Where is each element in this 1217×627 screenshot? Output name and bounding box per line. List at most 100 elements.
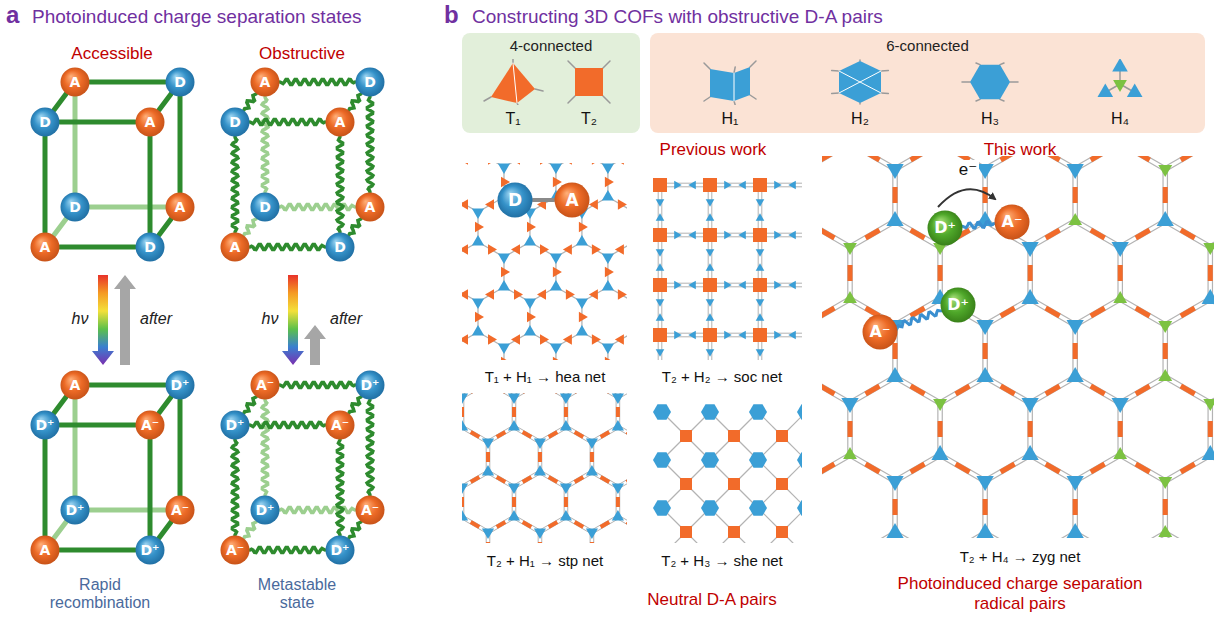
site-letter: D⁺ xyxy=(360,378,379,392)
donor-unit xyxy=(674,331,682,340)
donor-unit xyxy=(976,320,993,335)
donor-unit xyxy=(534,439,546,450)
donor-unit xyxy=(1157,211,1174,226)
net-link xyxy=(660,186,710,187)
net-link xyxy=(984,453,1029,479)
site-letter: D⁺ xyxy=(170,378,189,392)
site-letter: D⁺ xyxy=(947,297,969,313)
net-link xyxy=(708,285,709,335)
site-disc xyxy=(221,411,250,440)
linker-bond xyxy=(60,423,135,428)
donor-unit xyxy=(724,331,732,340)
acceptor-unit xyxy=(938,421,943,437)
net-link xyxy=(1029,457,1074,483)
linker-bond xyxy=(90,205,165,210)
icon-shape xyxy=(950,59,1030,105)
site-letter: D⁺ xyxy=(330,543,349,557)
donor-unit xyxy=(482,465,494,476)
site-disc xyxy=(221,108,250,137)
site-letter: D⁺ xyxy=(255,503,274,517)
acceptor-unit xyxy=(1091,464,1105,472)
donor-unit xyxy=(482,439,494,450)
donor-unit xyxy=(774,231,782,240)
acceptor-unit xyxy=(475,312,484,322)
site-disc xyxy=(136,536,165,565)
unit-icon xyxy=(832,60,889,104)
acceptor-unit xyxy=(1181,308,1195,316)
site-letter: A⁻ xyxy=(361,503,379,517)
site-disc xyxy=(356,193,385,222)
relax-arrow xyxy=(304,325,326,365)
acceptor-unit xyxy=(618,199,627,209)
net-illustration xyxy=(462,393,627,543)
donor-unit xyxy=(756,213,765,221)
charge-site-circle: A xyxy=(325,107,355,137)
donor-unit xyxy=(656,213,665,221)
acceptor-unit xyxy=(776,478,788,490)
acceptor-unit xyxy=(564,497,568,507)
linker-bond xyxy=(244,94,256,110)
linker-bond xyxy=(349,522,361,538)
linker-bond xyxy=(349,94,361,110)
net-link xyxy=(710,336,760,337)
donor-unit xyxy=(701,404,719,420)
linker-bond xyxy=(43,137,48,232)
site-letter: D xyxy=(69,200,81,214)
spoke xyxy=(832,70,839,72)
spoke xyxy=(1000,99,1004,101)
linker-bond xyxy=(90,80,165,85)
linker-bond xyxy=(73,97,78,192)
net-link xyxy=(896,156,941,171)
acceptor-unit xyxy=(776,526,788,538)
acceptor-unit xyxy=(1118,265,1123,281)
donor-unit xyxy=(756,263,765,271)
charge-site-circle: A xyxy=(60,67,90,97)
site-letter: A xyxy=(70,75,81,89)
net-link xyxy=(541,429,567,444)
net-link xyxy=(1164,453,1209,479)
site-disc xyxy=(136,411,165,440)
charge-site-circle: D⁺ xyxy=(135,535,165,565)
building-unit: H₁ xyxy=(690,59,770,128)
acceptor-unit xyxy=(1028,265,1033,281)
donor-unit xyxy=(498,254,510,265)
site-letter: A xyxy=(40,543,51,557)
core-unit xyxy=(1113,80,1127,92)
net-link xyxy=(515,425,541,440)
linker-bond xyxy=(54,522,66,538)
net-link xyxy=(822,535,849,538)
panel-title: Photoinduced charge separation states xyxy=(32,6,362,28)
linker-bond xyxy=(159,397,171,413)
linker-bond xyxy=(159,94,171,110)
donor-unit xyxy=(524,299,536,310)
net-link xyxy=(710,286,760,287)
acceptor-unit xyxy=(627,432,628,437)
net-illustration xyxy=(822,156,1214,538)
site-letter: D⁺ xyxy=(65,503,84,517)
donor-unit xyxy=(1067,523,1084,538)
site-disc xyxy=(251,193,280,222)
site-disc xyxy=(251,371,280,400)
acceptor-unit xyxy=(822,386,834,394)
donor-unit xyxy=(976,367,993,382)
donor-unit xyxy=(788,231,796,240)
donor-unit xyxy=(738,181,746,190)
acceptor-unit xyxy=(1163,187,1168,203)
spoke xyxy=(568,96,575,103)
donor-unit xyxy=(560,394,572,405)
net-link xyxy=(1076,457,1121,483)
net-link xyxy=(617,470,627,485)
donor-unit xyxy=(602,280,614,291)
linker-bond xyxy=(244,522,256,538)
net-link xyxy=(758,235,759,285)
net-link xyxy=(660,286,710,287)
site-disc xyxy=(166,496,195,525)
donor-unit xyxy=(656,299,665,307)
acceptor-unit xyxy=(753,328,767,342)
acceptor-unit xyxy=(592,163,601,165)
charge-site-circle: A xyxy=(554,182,590,218)
net-link xyxy=(1121,297,1166,323)
light-arrow xyxy=(282,275,304,365)
net-link xyxy=(708,235,709,285)
building-unit: T₁ xyxy=(478,59,548,128)
